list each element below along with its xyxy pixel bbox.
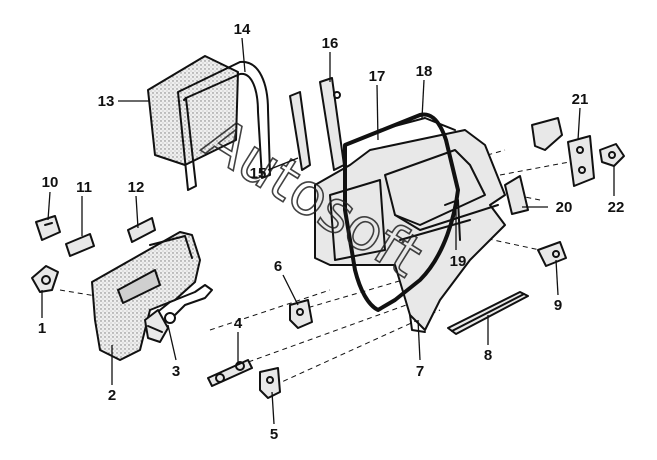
- door-side-moulding: [447, 291, 529, 335]
- callout-labels: 1 2 3 4 5 6 7 8 9 10 11 12 13 14 15 16 1…: [38, 21, 625, 443]
- switch-holder: [127, 217, 156, 243]
- glass-guide-channel: [289, 91, 311, 171]
- callout-3: 3: [172, 363, 180, 380]
- callout-13: 13: [98, 93, 115, 110]
- callout-5: 5: [270, 426, 278, 443]
- callout-7: 7: [416, 363, 424, 380]
- callout-16: 16: [322, 35, 339, 52]
- door-lock-assembly: [531, 117, 595, 187]
- door-trim-panel: [91, 231, 201, 361]
- callout-14: 14: [234, 21, 251, 38]
- callout-1: 1: [38, 320, 46, 337]
- callout-17: 17: [369, 68, 386, 85]
- lower-door-hinge: [259, 367, 281, 399]
- callout-15: 15: [250, 165, 267, 182]
- callout-9: 9: [554, 297, 562, 314]
- callout-19: 19: [450, 253, 467, 270]
- callout-6: 6: [274, 258, 282, 275]
- door-inner-reinforcement: [444, 199, 461, 241]
- window-regulator: [144, 284, 213, 343]
- lock-cylinder: [599, 143, 625, 167]
- callout-18: 18: [416, 63, 433, 80]
- callout-21: 21: [572, 91, 589, 108]
- callout-20: 20: [556, 199, 573, 216]
- callout-12: 12: [128, 179, 145, 196]
- door-lock-striker: [537, 241, 567, 267]
- lock-bracket: [504, 175, 529, 215]
- armrest-bracket: [65, 233, 95, 257]
- rear-glass-guide-channel: [319, 77, 345, 171]
- door-check-strap: [207, 359, 253, 387]
- callout-11: 11: [76, 179, 92, 196]
- callout-10: 10: [42, 174, 59, 191]
- callout-22: 22: [608, 199, 625, 216]
- window-glass-run-frame: [177, 60, 271, 191]
- inner-door-handle: [31, 265, 59, 293]
- callout-8: 8: [484, 347, 492, 364]
- rear-quarter-glass: [147, 55, 239, 166]
- callout-4: 4: [234, 315, 243, 332]
- upper-door-hinge: [289, 299, 313, 329]
- callout-2: 2: [108, 387, 116, 404]
- leader-lines: [41, 37, 615, 425]
- upper-door-seal: [379, 117, 456, 131]
